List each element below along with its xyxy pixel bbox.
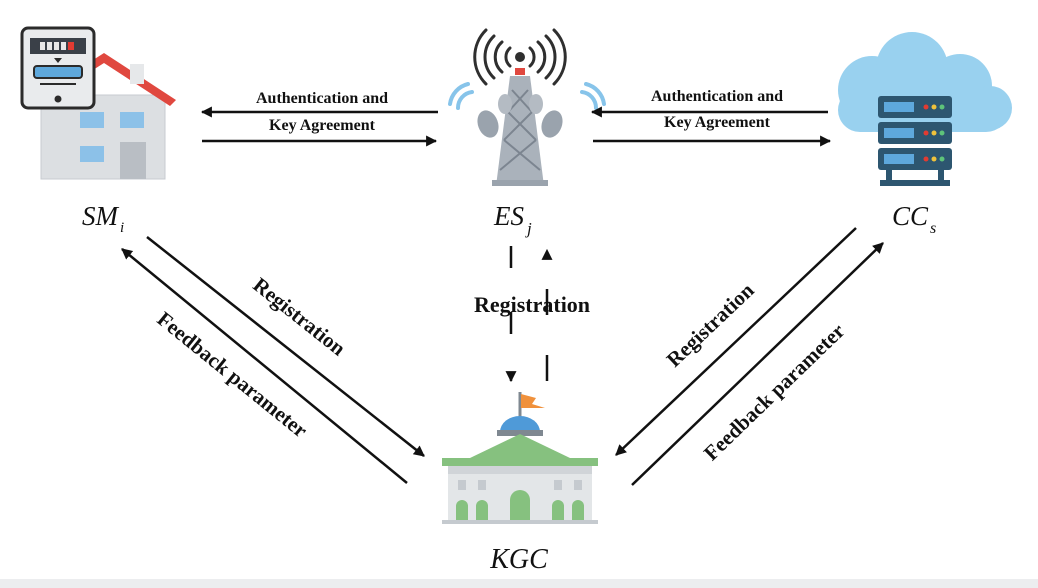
kgc-node-label: KGC — [489, 544, 548, 575]
cc-node-subscript: s — [930, 220, 936, 237]
arrow-cc-to-kgc — [615, 227, 857, 456]
es-node-name: ES — [493, 201, 524, 231]
sm-kgc-feedback-label: Feedback parameter — [153, 307, 313, 443]
sm-es-auth-label-line1: Authentication and — [256, 90, 388, 107]
edge-server-tower-icon — [448, 28, 606, 186]
bottom-strip — [0, 579, 1038, 588]
arrows — [121, 106, 884, 486]
cc-kgc-feedback-label: Feedback parameter — [699, 319, 849, 465]
smart-meter-house-icon — [20, 26, 176, 180]
es-cc-auth-label-line1: Authentication and — [651, 88, 783, 105]
arrow-kgc-to-cc — [631, 242, 884, 486]
cc-kgc-registration-label: Registration — [662, 278, 759, 372]
arrow-kgc-to-sm — [121, 248, 408, 484]
cloud-server-icon — [838, 32, 1012, 186]
cc-node-name: CC — [892, 201, 929, 231]
es-kgc-registration-label: Registration — [474, 292, 590, 317]
arrow-sm-to-kgc — [146, 236, 425, 457]
es-node-subscript: j — [525, 219, 532, 238]
es-cc-auth-label-line2: Key Agreement — [664, 114, 771, 131]
sm-node-subscript: i — [120, 220, 124, 236]
sm-kgc-registration-label: Registration — [249, 273, 351, 361]
sm-es-auth-label-line2: Key Agreement — [269, 117, 376, 134]
government-building-icon — [442, 392, 598, 524]
sm-node-name: SM — [82, 201, 120, 231]
